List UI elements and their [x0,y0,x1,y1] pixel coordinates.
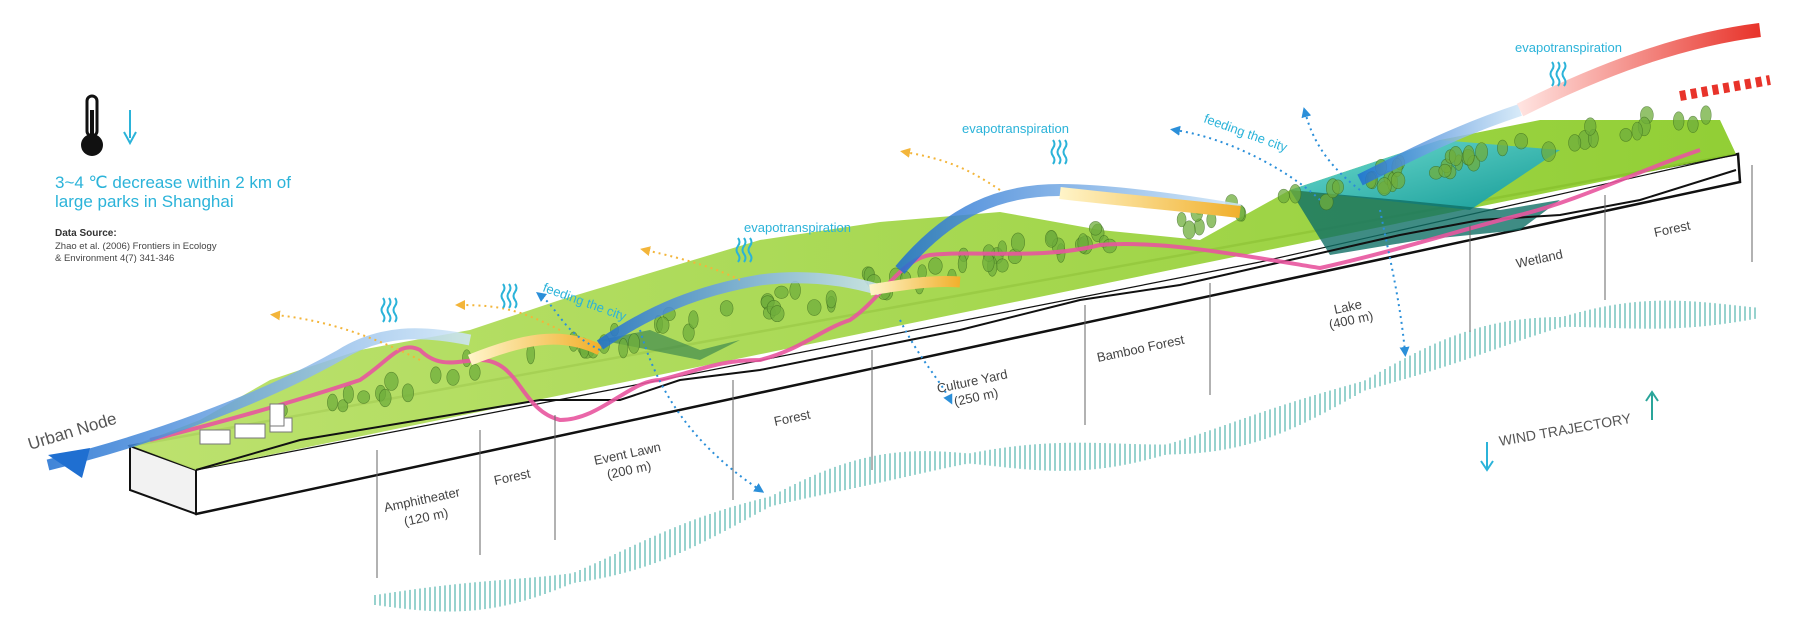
tree [689,311,699,329]
label-forest-1: Forest [493,466,533,488]
evaporation-icon [382,298,397,322]
tree [826,291,836,308]
tree [1177,212,1186,226]
temperature-decrease-text: 3~4 ℃ decrease within 2 km of large park… [55,173,355,211]
tree [1089,221,1102,235]
tree [657,317,669,334]
label-bamboo-forest: Bamboo Forest [1096,332,1186,365]
label-wetland: Wetland [1515,246,1565,271]
wind-down-arrow-icon [1481,442,1493,470]
tree [1449,146,1462,165]
tree [358,391,370,404]
tree [790,281,801,299]
tree [1701,106,1712,125]
tree [958,255,967,273]
thermometer-icon [81,96,103,156]
tree [327,394,337,411]
tree [1278,189,1289,203]
tree [1585,118,1597,136]
tree [996,259,1008,272]
data-source-title: Data Source: [55,228,117,239]
tree [628,333,639,353]
label-evapotranspiration-1: evapotranspiration [744,220,851,235]
tree [1515,133,1528,149]
label-evapotranspiration-2: evapotranspiration [962,121,1069,136]
wind-up-arrow-icon [1646,392,1658,420]
data-source-line2: & Environment 4(7) 341-346 [55,253,174,264]
tree [1632,122,1642,140]
tree [807,299,821,315]
tree [1620,128,1632,141]
tree [720,301,733,317]
tree [1463,146,1474,166]
tree [469,364,480,380]
tree [775,286,789,298]
tree [1688,116,1699,132]
tree [379,389,391,407]
tree [1391,172,1405,189]
data-source-line1: Zhao et al. (2006) Frontiers in Ecology [55,241,217,252]
tree [1377,178,1391,196]
label-forest-3: Forest [1653,218,1693,240]
tree [983,254,995,272]
label-feeding-city-2: feeding the city [1202,111,1290,155]
temperature-text-line2: large parks in Shanghai [55,192,355,211]
tree [1011,233,1024,252]
temperature-decrease-arrow [124,110,136,143]
tree [770,306,784,322]
tree [1497,140,1507,156]
tree [1289,184,1300,203]
tree [402,384,413,402]
tree [619,338,628,358]
label-forest-2: Forest [773,407,813,429]
tree [431,367,442,384]
tree [1045,230,1057,247]
tree [928,258,942,275]
tree [343,385,353,403]
tree [385,372,399,390]
tree [1332,180,1343,194]
tree [1475,143,1487,162]
label-wind-trajectory: WIND TRAJECTORY [1498,410,1633,449]
tree [1569,135,1581,152]
tree [1439,164,1451,177]
wind-trajectory-legend: WIND TRAJECTORY [1481,392,1658,470]
tree [447,369,459,385]
label-evapotranspiration-3: evapotranspiration [1515,40,1622,55]
tree [1542,142,1556,162]
evaporation-icon [502,284,517,308]
evaporation-icon [1052,140,1067,164]
terrain-surface [132,120,1736,470]
temperature-text-line1: 3~4 ℃ decrease within 2 km of [55,173,355,192]
tree [1673,112,1684,130]
